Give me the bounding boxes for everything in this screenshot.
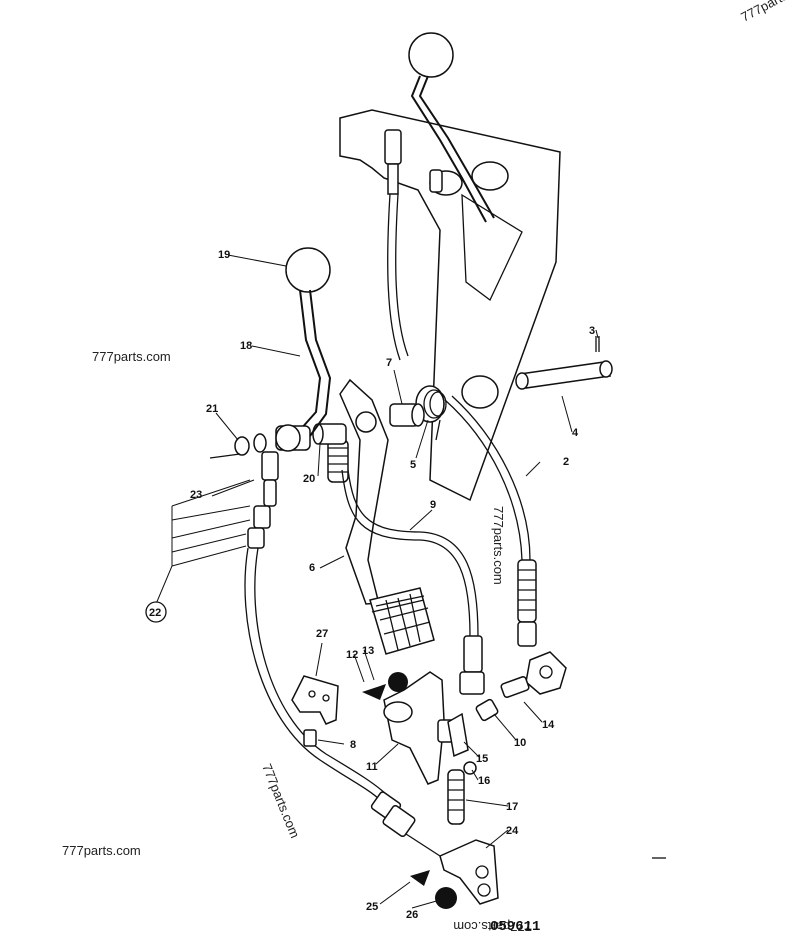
callout-10: 10	[514, 737, 526, 749]
callout-11: 11	[366, 761, 378, 773]
watermark-bottom-left: 777parts.com	[62, 843, 141, 858]
watermark-left-upper: 777parts.com	[92, 349, 171, 364]
callout-14: 14	[542, 719, 555, 731]
bracket-27	[291, 675, 339, 725]
callout-6: 6	[309, 562, 315, 574]
callout-9: 9	[430, 499, 436, 511]
pedal-spring	[327, 439, 349, 483]
callout-25: 25	[366, 901, 378, 913]
bush-20	[312, 423, 347, 445]
callout-24: 24	[506, 825, 519, 837]
callout-5: 5	[410, 459, 416, 471]
adjuster-10	[475, 698, 499, 722]
watermark-center-rotated: 777parts.com	[491, 506, 506, 585]
mounting-plate	[339, 109, 561, 502]
callout-18: 18	[240, 340, 252, 352]
cable-2	[444, 395, 537, 647]
callout-19: 19	[218, 249, 230, 261]
spring-17	[447, 769, 465, 825]
washers-21	[209, 424, 301, 459]
watermark-top-right: 777parts.com	[738, 0, 800, 25]
callout-20: 20	[303, 473, 315, 485]
marker-13	[388, 672, 408, 692]
callout-21: 21	[206, 403, 218, 415]
marker-12	[362, 684, 386, 700]
cable-9	[341, 469, 485, 695]
bush-7	[389, 403, 425, 427]
callout-2: 2	[563, 456, 569, 468]
callout-23: 23	[190, 489, 202, 501]
pivot-pin-4	[515, 336, 613, 390]
leader-lines	[155, 254, 599, 909]
callout-4: 4	[572, 427, 579, 439]
callout-13: 13	[362, 645, 374, 657]
watermark-bottom-mirrored: 777parts.com	[453, 919, 532, 934]
callout-15: 15	[476, 753, 488, 765]
clutch-pedal-6	[339, 378, 435, 655]
callout-22-circle: 22	[145, 601, 167, 623]
nut-16	[463, 761, 477, 775]
callout-17: 17	[506, 801, 518, 813]
callout-7: 7	[386, 357, 392, 369]
callout-12: 12	[346, 649, 358, 661]
cable-23	[244, 451, 441, 857]
callout-26: 26	[406, 909, 418, 921]
fitting-8	[303, 729, 317, 747]
plate-bushing	[461, 375, 499, 409]
callout-22: 22	[149, 607, 161, 619]
marker-25	[410, 870, 430, 886]
callout-8: 8	[350, 739, 356, 751]
upper-cable	[384, 129, 409, 361]
clevis-24	[439, 839, 499, 905]
marker-26	[435, 887, 457, 909]
drawing-number: 059611	[490, 919, 540, 935]
lower-gear-lever-18	[275, 247, 332, 451]
actuator-14	[500, 651, 567, 698]
callout-16: 16	[478, 775, 490, 787]
upper-gear-lever	[408, 32, 509, 223]
link-15	[447, 712, 469, 758]
callout-27: 27	[316, 628, 328, 640]
watermark-lower-rotated: 777parts.com	[259, 762, 302, 841]
callout-3: 3	[589, 325, 595, 337]
